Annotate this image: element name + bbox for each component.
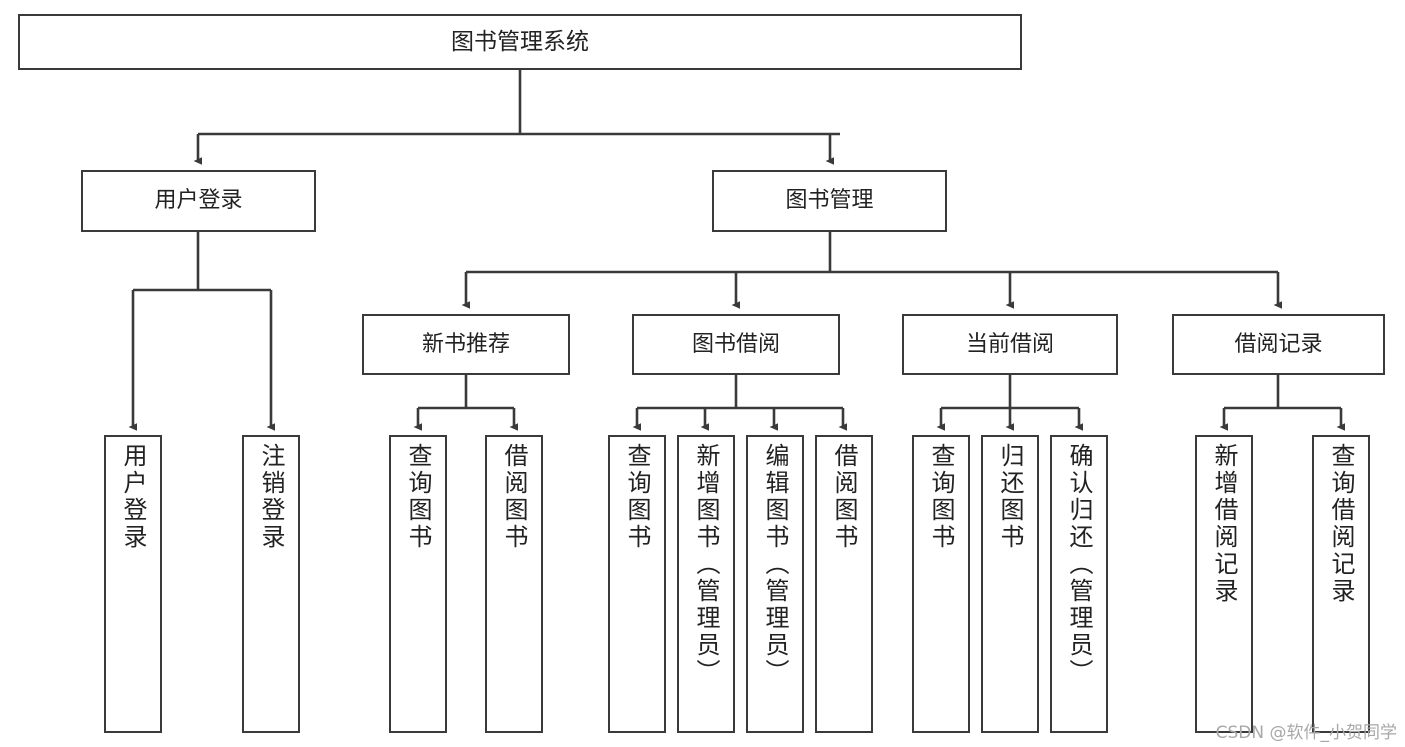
node-root-system[interactable]: 图书管理系统: [18, 14, 1022, 70]
node-label: 确认归还（管理员）: [1065, 443, 1093, 686]
leaf-query-book-recommend[interactable]: 查询图书: [389, 435, 447, 733]
node-label: 查询图书: [623, 443, 651, 551]
leaf-user-logout[interactable]: 注销登录: [242, 435, 300, 733]
node-label: 新书推荐: [421, 331, 510, 357]
watermark-text: CSDN @软件_小贺同学: [1215, 723, 1397, 743]
node-label: 归还图书: [996, 443, 1024, 551]
leaf-return-book[interactable]: 归还图书: [981, 435, 1039, 733]
leaf-query-book-current[interactable]: 查询图书: [912, 435, 970, 733]
leaf-add-borrow-record[interactable]: 新增借阅记录: [1195, 435, 1253, 733]
node-label: 借阅图书: [830, 443, 858, 551]
node-borrow-record[interactable]: 借阅记录: [1172, 314, 1385, 375]
leaf-borrow-book[interactable]: 借阅图书: [815, 435, 873, 733]
node-book-management[interactable]: 图书管理: [712, 170, 947, 232]
leaf-user-login[interactable]: 用户登录: [104, 435, 162, 733]
node-label: 用户登录: [119, 443, 147, 551]
node-book-borrow[interactable]: 图书借阅: [632, 314, 840, 375]
node-label: 借阅图书: [500, 443, 528, 551]
leaf-query-book-borrow[interactable]: 查询图书: [608, 435, 666, 733]
node-label: 当前借阅: [965, 331, 1054, 357]
node-new-book-recommend[interactable]: 新书推荐: [362, 314, 570, 375]
leaf-borrow-book-recommend[interactable]: 借阅图书: [485, 435, 543, 733]
node-label: 编辑图书（管理员）: [761, 443, 789, 686]
node-label: 查询图书: [404, 443, 432, 551]
leaf-confirm-return[interactable]: 确认归还（管理员）: [1050, 435, 1108, 733]
node-label: 图书借阅: [691, 331, 780, 357]
node-label: 借阅记录: [1234, 331, 1323, 357]
node-label: 注销登录: [257, 443, 285, 551]
node-current-borrow[interactable]: 当前借阅: [902, 314, 1118, 375]
node-label: 查询图书: [927, 443, 955, 551]
leaf-edit-book[interactable]: 编辑图书（管理员）: [746, 435, 804, 733]
node-label: 图书管理系统: [451, 28, 589, 55]
leaf-query-borrow-record[interactable]: 查询借阅记录: [1312, 435, 1370, 733]
node-label: 查询借阅记录: [1327, 443, 1355, 605]
node-user-login[interactable]: 用户登录: [81, 170, 316, 232]
node-label: 图书管理: [785, 188, 874, 214]
node-label: 新增借阅记录: [1210, 443, 1238, 605]
node-label: 新增图书（管理员）: [692, 443, 720, 686]
leaf-add-book[interactable]: 新增图书（管理员）: [677, 435, 735, 733]
node-label: 用户登录: [154, 188, 243, 214]
